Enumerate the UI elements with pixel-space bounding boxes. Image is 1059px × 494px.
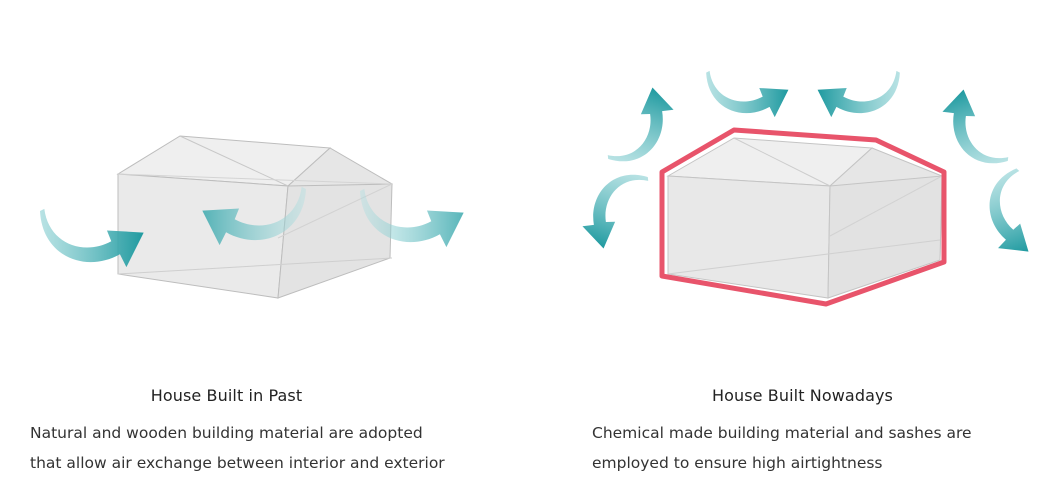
airflow-arrow-icon	[577, 161, 650, 255]
airflow-arrow-icon	[974, 167, 1047, 261]
house-icon	[116, 135, 394, 299]
modern-house-illustration	[577, 70, 1047, 307]
airtight-seal-outline	[659, 127, 947, 307]
airflow-arrow-icon	[937, 83, 1010, 177]
past-house-illustration	[40, 135, 464, 299]
panel-description: Chemical made building material and sash…	[592, 418, 972, 478]
house-icon	[666, 137, 943, 299]
modern-house-panel: House Built Nowadays Chemical made build…	[530, 0, 1059, 494]
airflow-arrow-icon	[706, 70, 789, 118]
description-line: employed to ensure high airtightness	[592, 454, 883, 472]
panel-title: House Built Nowadays	[711, 386, 893, 405]
panel-description: Natural and wooden building material are…	[30, 418, 445, 478]
past-house-panel: House Built in Past Natural and wooden b…	[0, 0, 529, 494]
description-line: Chemical made building material and sash…	[592, 424, 972, 442]
description-line: Natural and wooden building material are…	[30, 424, 423, 442]
description-line: that allow air exchange between interior…	[30, 454, 445, 472]
airflow-arrow-icon	[817, 70, 900, 118]
panel-title: House Built in Past	[150, 386, 303, 405]
airflow-arrow-icon	[606, 81, 679, 175]
